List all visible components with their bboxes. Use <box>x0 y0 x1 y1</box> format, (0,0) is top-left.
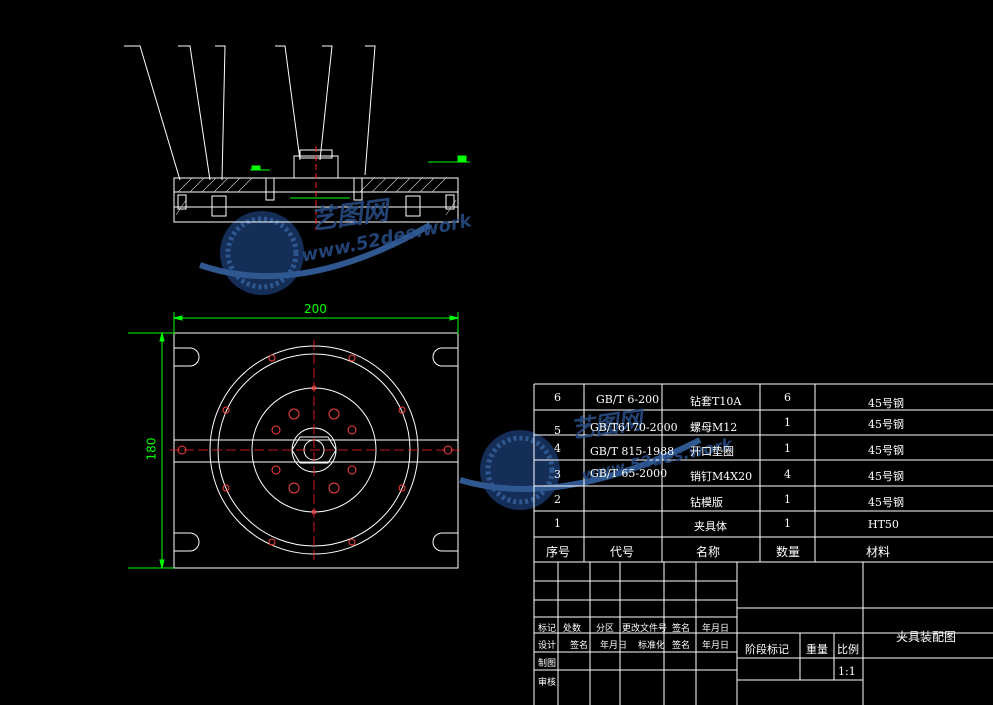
plan-dimensions <box>128 312 459 569</box>
leader-line-2 <box>178 45 211 181</box>
slot-bottom-left <box>174 532 200 552</box>
bom-material: 45号钢 <box>868 444 904 457</box>
bom-seq: 3 <box>554 468 561 481</box>
bom-material: 45号钢 <box>868 397 904 410</box>
bom-name: 钻套T10A <box>690 395 742 408</box>
tb-scale-label: 比例 <box>837 643 859 656</box>
tb-scale-value: 1:1 <box>838 665 856 678</box>
leader-line-6 <box>364 45 376 176</box>
bom-header-qty: 数量 <box>776 545 801 559</box>
bom-name: 螺母M12 <box>690 421 738 434</box>
leader-line-4 <box>275 45 301 161</box>
tb-date: 年月日 <box>702 624 730 634</box>
tb-design: 设计 <box>538 641 557 651</box>
drawing-title: 夹具装配图 <box>896 630 957 644</box>
tb-standardization: 标准化 <box>638 641 666 651</box>
bom-code: GB/T6170-2000 <box>590 421 678 434</box>
slot-bottom-right <box>432 532 458 552</box>
bom-seq: 6 <box>554 391 561 404</box>
bom-header-code: 代号 <box>610 545 635 559</box>
tb-stage-mark: 阶段标记 <box>745 643 789 656</box>
bom-material: HT50 <box>868 518 899 531</box>
section-view <box>124 45 459 230</box>
bom-header-name: 名称 <box>696 545 721 559</box>
bom-table-grid <box>533 383 993 705</box>
leader-line-5 <box>319 45 333 161</box>
drill-plate-bar <box>173 439 459 463</box>
bom-qty: 1 <box>784 416 791 429</box>
bom-name: 钻模版 <box>690 496 723 509</box>
tb-mark: 标记 <box>538 624 557 634</box>
pin-right <box>353 177 363 201</box>
bom-code: GB/T 815-1988 <box>590 445 675 458</box>
bom-seq: 1 <box>554 517 561 530</box>
bom-qty: 1 <box>784 517 791 530</box>
bom-seq: 2 <box>554 493 561 506</box>
leader-line-3 <box>215 45 226 181</box>
bom-name: 开口垫圈 <box>690 445 734 458</box>
bom-qty: 1 <box>784 442 791 455</box>
plan-centerlines <box>170 340 462 560</box>
bom-header-material: 材料 <box>866 545 891 559</box>
tb-review: 审核 <box>538 678 557 688</box>
tb-count: 处数 <box>563 624 582 634</box>
tb-signature: 签名 <box>672 624 691 634</box>
slot-top-left <box>174 347 200 367</box>
tb-std-sign: 签名 <box>672 641 691 651</box>
fixture-base-outline <box>173 332 459 569</box>
bom-code: GB/T 65-2000 <box>590 467 668 480</box>
height-dimension-label: 180 <box>144 437 159 461</box>
bom-seq: 5 <box>554 424 561 437</box>
tb-weight: 重量 <box>806 643 828 656</box>
tb-zone: 分区 <box>596 624 615 634</box>
bom-material: 45号钢 <box>868 496 904 509</box>
plan-view <box>173 332 459 569</box>
bom-name: 销钉M4X20 <box>690 470 753 483</box>
watermark-logo-top <box>199 211 432 295</box>
bom-material: 45号钢 <box>868 470 904 483</box>
tb-change-doc: 更改文件号 <box>622 624 668 634</box>
bom-qty: 6 <box>784 391 791 404</box>
tb-std-date: 年月日 <box>702 641 730 651</box>
bom-material: 45号钢 <box>868 418 904 431</box>
tb-design-date: 年月日 <box>600 641 628 651</box>
bom-header-seq: 序号 <box>546 545 571 559</box>
watermark-logo-right <box>459 430 702 510</box>
tb-drafting: 制图 <box>538 659 557 669</box>
slot-top-right <box>432 347 458 367</box>
section-dimensions <box>250 155 470 199</box>
tb-design-sign: 签名 <box>570 641 589 651</box>
bom-code: GB/T 6-200 <box>596 393 660 406</box>
bom-qty: 4 <box>784 468 791 481</box>
leader-line-1 <box>124 45 181 181</box>
width-dimension-label: 200 <box>304 302 327 316</box>
bom-seq: 4 <box>554 442 561 455</box>
pin-left <box>265 177 275 201</box>
bom-qty: 1 <box>784 493 791 506</box>
bom-name: 夹具体 <box>694 520 727 533</box>
